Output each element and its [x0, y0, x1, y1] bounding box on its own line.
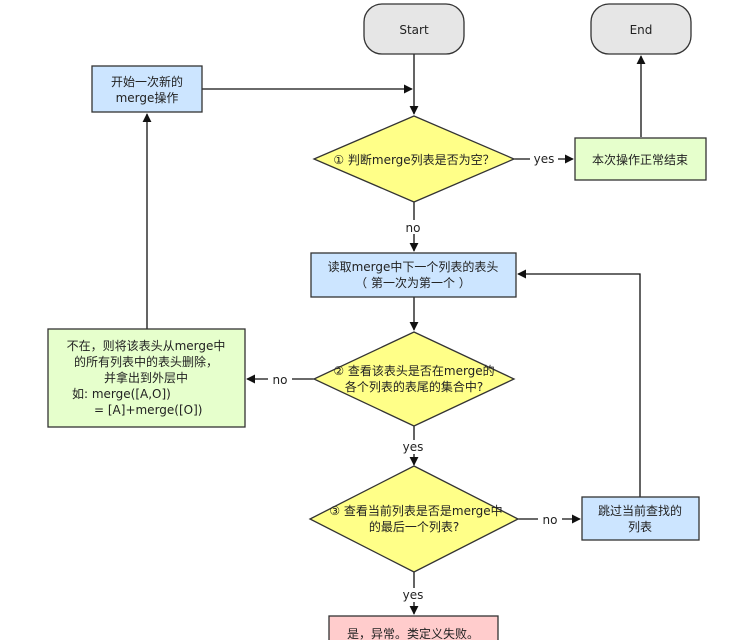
decision3-no-label: no: [543, 513, 558, 527]
decision3-node: [308, 465, 520, 573]
start-label: Start: [399, 23, 429, 37]
remove-head-line-4: 如: merge([A,O]): [72, 386, 171, 401]
decision3-line-2: 的最后一个列表?: [369, 519, 459, 534]
read-head-line-1: 读取merge中下一个列表的表头: [328, 259, 499, 274]
edge-skip-to-read: [517, 269, 641, 497]
finish-label: 本次操作正常结束: [592, 152, 688, 167]
remove-head-line-3: 并拿出到外层中: [104, 370, 188, 385]
skip-node: [581, 496, 700, 541]
read-head-line-2: （ 第一次为第一个 ）: [355, 276, 471, 290]
decision3-yes-label: yes: [403, 588, 424, 602]
decision1-label: ① 判断merge列表是否为空？: [333, 152, 494, 167]
decision2-yes-label: yes: [403, 440, 424, 454]
decision2-line-1: ② 查看该表头是否在merge的: [333, 363, 494, 378]
new-merge-line-1: 开始一次新的: [111, 74, 183, 89]
decision2-line-2: 各个列表的表尾的集合中?: [345, 379, 483, 394]
remove-head-node: [47, 328, 246, 428]
finish-node: [574, 137, 707, 181]
skip-line-1: 跳过当前查找的: [598, 503, 682, 518]
end-label: End: [630, 23, 653, 37]
new-merge-line-2: merge操作: [116, 90, 179, 105]
error-node: [328, 615, 499, 640]
decision2-node: [312, 331, 516, 427]
remove-head-line-2: 的所有列表中的表头删除，: [74, 354, 218, 369]
decision1-node: [312, 115, 516, 203]
decision1-yes-label: yes: [534, 152, 555, 166]
remove-head-line-5: = [A]+merge([O]): [94, 403, 202, 417]
start-node: [363, 3, 465, 55]
error-label: 是，异常。类定义失败。: [347, 626, 479, 640]
decision2-no-label: no: [273, 373, 288, 387]
new-merge-node: [91, 65, 203, 113]
decision1-no-label: no: [406, 221, 421, 235]
end-node: [590, 3, 692, 55]
remove-head-line-1: 不在，则将该表头从merge中: [67, 338, 226, 353]
skip-line-2: 列表: [628, 520, 652, 534]
decision3-line-1: ③ 查看当前列表是否是merge中: [329, 503, 502, 518]
read-head-node: [310, 252, 517, 298]
